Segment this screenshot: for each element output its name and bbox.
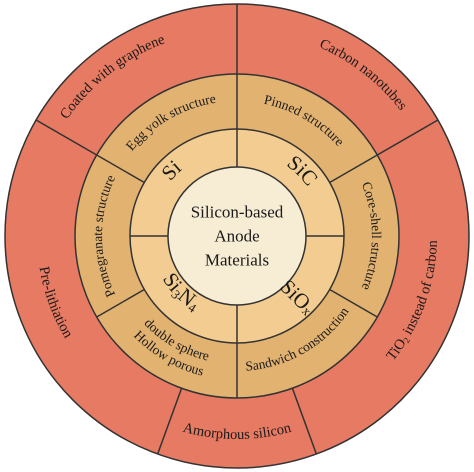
center-label-line-1: Silicon-based [191,203,284,222]
outer-divider [156,387,183,455]
outer-label-3: Amorphous silicon [181,420,293,443]
diagram-rings [4,3,470,469]
middle-divider [96,154,145,184]
middle-divider [329,154,378,184]
middle-divider [96,288,145,318]
outer-divider [291,387,318,455]
middle-divider [329,288,378,318]
outer-divider [376,119,439,156]
outer-divider [35,119,98,156]
center-label-line-2: Anode [214,227,259,246]
center-label-line-3: Materials [205,251,269,270]
